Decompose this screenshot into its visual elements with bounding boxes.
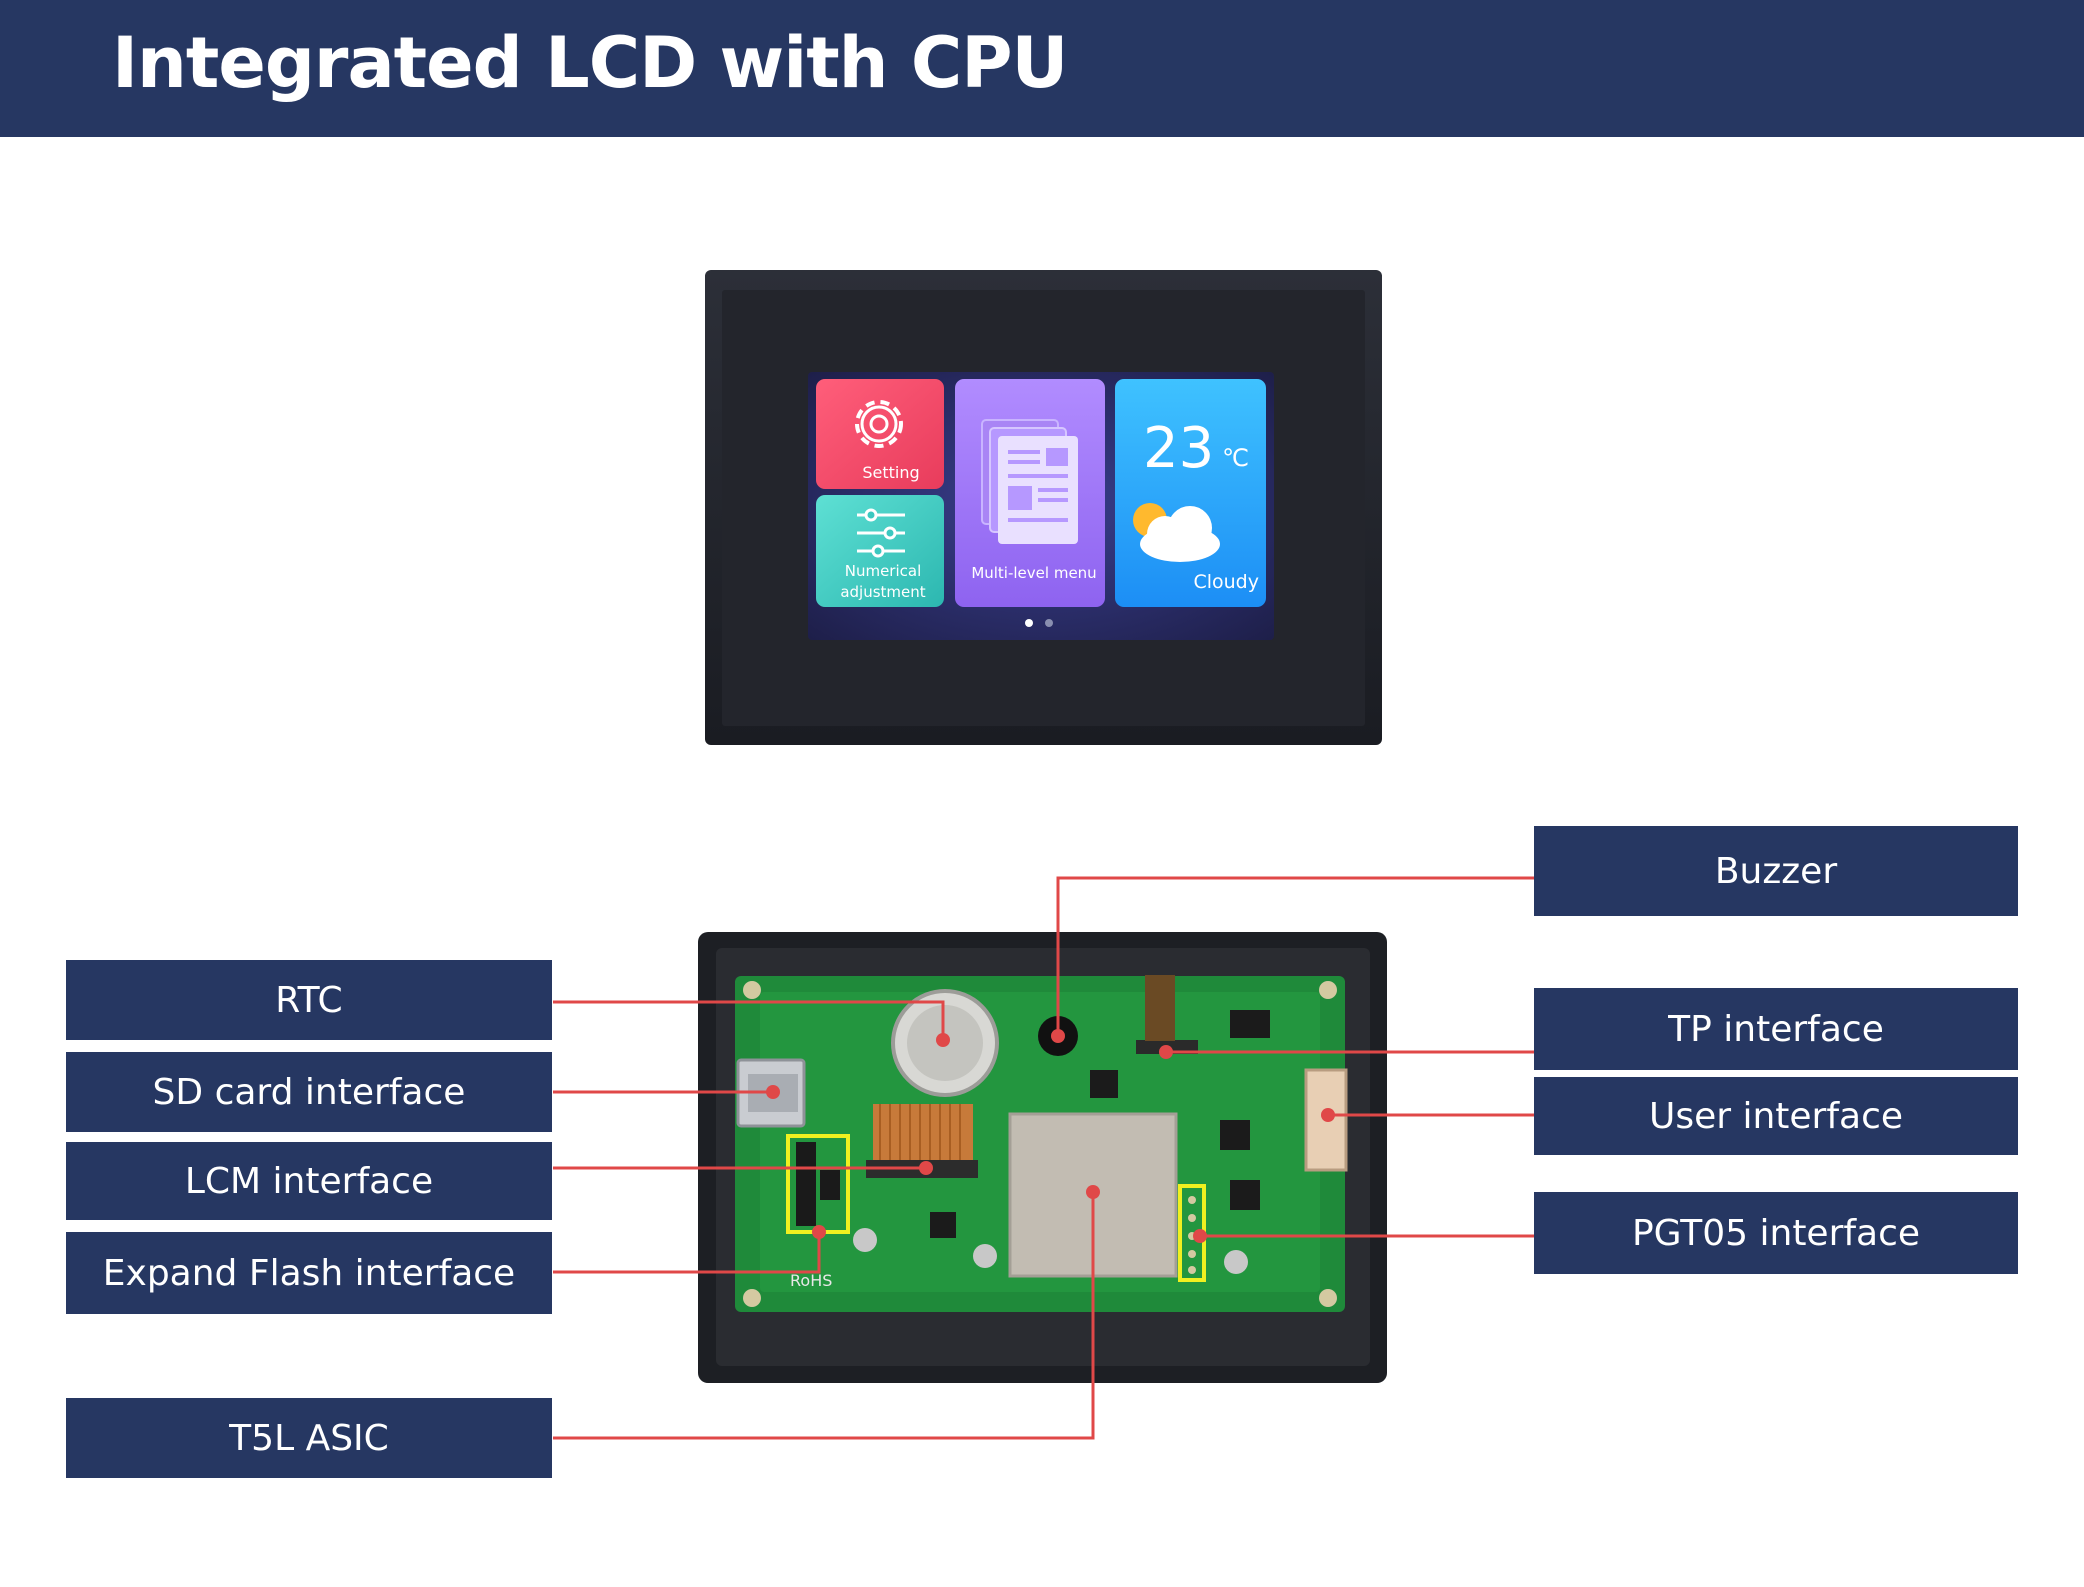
label-tp-interface: TP interface <box>1534 988 2018 1070</box>
partly-cloudy-icon <box>1133 503 1220 562</box>
label-t5l-asic: T5L ASIC <box>66 1398 552 1478</box>
leader-t5l <box>553 1192 1095 1440</box>
leader-endpoints <box>766 1029 1335 1243</box>
document-icon <box>981 419 1078 544</box>
pcb-back-view: RoHS <box>698 932 1387 1383</box>
label-lcm-interface: LCM interface <box>66 1142 552 1220</box>
tile-multi-level-menu: Multi-level menu <box>955 379 1105 607</box>
sliders-icon <box>857 508 905 558</box>
weather-unit: ℃ <box>1222 444 1249 472</box>
leader-buzzer <box>1056 876 1534 1036</box>
label-sd-card-interface: SD card interface <box>66 1052 552 1132</box>
lcm-ribbon <box>873 1104 973 1166</box>
leader-expand-flash <box>553 1232 821 1274</box>
weather-temperature: 23 <box>1143 416 1214 481</box>
page-dot-active <box>1025 619 1033 627</box>
tile-weather: 23 ℃ Cloudy <box>1115 379 1266 607</box>
tile-numerical-label-line2: adjustment <box>840 583 925 601</box>
leader-lines <box>553 876 1534 1440</box>
label-pgt05-interface: PGT05 interface <box>1534 1192 2018 1274</box>
leader-rtc <box>553 1000 945 1040</box>
rohs-mark: RoHS <box>790 1271 832 1290</box>
label-rtc: RTC <box>66 960 552 1040</box>
header-bar: Integrated LCD with CPU <box>0 0 2084 137</box>
tile-setting-label: Setting <box>862 463 919 482</box>
tile-numerical-label-line1: Numerical <box>845 562 922 580</box>
tile-setting: Setting <box>816 379 944 489</box>
tile-numerical-adjustment: Numerical adjustment <box>816 495 944 607</box>
lcd-front-view: Setting Numerical adjustment <box>705 270 1382 745</box>
label-buzzer: Buzzer <box>1534 826 2018 916</box>
gear-icon <box>855 400 903 448</box>
page-dot-inactive <box>1045 619 1053 627</box>
tile-menu-label: Multi-level menu <box>971 564 1096 582</box>
mounting-holes <box>743 981 1337 1307</box>
label-user-interface: User interface <box>1534 1077 2018 1155</box>
page-title: Integrated LCD with CPU <box>112 22 1068 104</box>
weather-description: Cloudy <box>1193 571 1259 593</box>
label-expand-flash-interface: Expand Flash interface <box>66 1232 552 1314</box>
